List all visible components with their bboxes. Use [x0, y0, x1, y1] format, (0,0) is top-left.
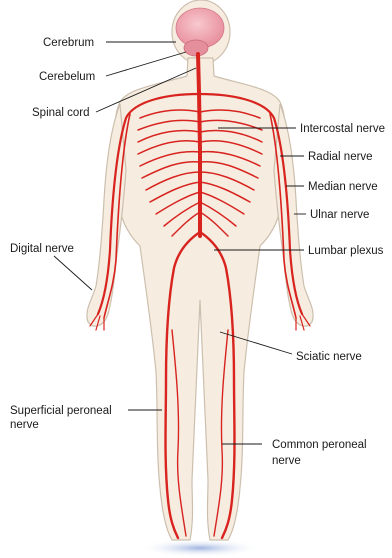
- label-lumbar-plexus: Lumbar plexus: [308, 245, 384, 257]
- label-superficial-peroneal-nerve-line1: Superficial peroneal: [10, 405, 112, 417]
- label-common-peroneal-nerve-line1: Common peroneal: [272, 439, 367, 451]
- label-digital-nerve: Digital nerve: [10, 243, 74, 255]
- label-spinal-cord: Spinal cord: [32, 107, 90, 119]
- label-intercostal-nerve: Intercostal nerve: [300, 123, 385, 135]
- label-ulnar-nerve: Ulnar nerve: [310, 209, 369, 221]
- floor-shadow: [138, 539, 262, 557]
- label-sciatic-nerve: Sciatic nerve: [296, 351, 362, 363]
- spinal-cord: [198, 54, 200, 236]
- cerebellum: [184, 40, 208, 56]
- label-cerebelum: Cerebelum: [39, 71, 95, 83]
- label-superficial-peroneal-nerve-line2: nerve: [10, 419, 39, 431]
- label-cerebrum: Cerebrum: [43, 37, 94, 49]
- label-radial-nerve: Radial nerve: [308, 151, 373, 163]
- label-median-nerve: Median nerve: [308, 181, 378, 193]
- label-common-peroneal-nerve-line2: nerve: [272, 455, 301, 467]
